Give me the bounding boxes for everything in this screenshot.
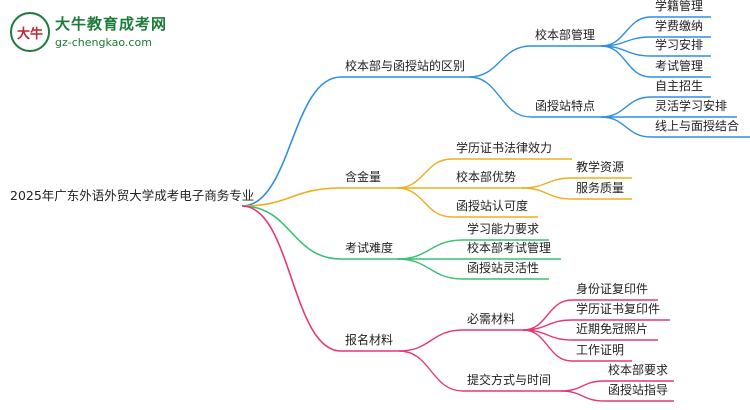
connector-1-0 (396, 158, 453, 189)
subtopic-node[interactable]: 函授站特点 (535, 99, 596, 113)
root-node[interactable]: 2025年广东外语外贸大学成考电子商务专业 (10, 188, 255, 203)
connector-2-2 (396, 258, 464, 280)
connector-1-1-0 (521, 177, 573, 189)
leaf-node[interactable]: 工作证明 (576, 343, 625, 357)
connector-0-1 (468, 76, 532, 118)
subtopic-node[interactable]: 学历证书法律效力 (456, 141, 553, 155)
connector-branch-3 (241, 205, 342, 352)
leaf-node[interactable]: 服务质量 (576, 181, 625, 195)
leaf-node[interactable]: 学历证书复印件 (576, 302, 661, 316)
connector-3-1-0 (560, 380, 605, 392)
leaf-node[interactable]: 学费缴纳 (655, 19, 704, 33)
leaf-node[interactable]: 灵活学习安排 (655, 99, 728, 113)
subtopic-node[interactable]: 提交方式与时间 (467, 373, 552, 387)
connector-3-1 (398, 350, 464, 392)
branch-node[interactable]: 报名材料 (345, 333, 394, 347)
leaf-node[interactable]: 线上与面授结合 (655, 119, 740, 133)
logo-url: gz-chengkao.com (55, 36, 152, 49)
subtopic-node[interactable]: 校本部考试管理 (467, 241, 552, 255)
site-logo[interactable]: 大牛 大牛教育成考网 gz-chengkao.com (10, 10, 170, 56)
subtopic-node[interactable]: 函授站灵活性 (467, 261, 540, 275)
connector-0-1-2 (600, 116, 652, 138)
branch-node[interactable]: 校本部与函授站的区别 (345, 59, 466, 73)
subtopic-node[interactable]: 函授站认可度 (456, 199, 529, 213)
subtopic-node[interactable]: 必需材料 (467, 312, 516, 326)
branch-node[interactable]: 考试难度 (345, 241, 394, 255)
connector-branch-1 (241, 187, 342, 207)
connector-1-2 (396, 187, 453, 218)
logo-mark-text: 大牛 (16, 26, 43, 42)
connector-3-0-3 (522, 329, 573, 362)
leaf-node[interactable]: 教学资源 (576, 160, 625, 174)
connector-0-1-0 (600, 96, 652, 118)
connector-branch-0 (241, 76, 342, 207)
connector-3-1-1 (560, 390, 605, 402)
connector-0-0 (468, 45, 532, 78)
connector-branch-2 (241, 205, 342, 260)
leaf-node[interactable]: 近期免冠照片 (576, 322, 649, 336)
connector-1-1-1 (521, 187, 573, 200)
leaf-node[interactable]: 函授站指导 (608, 383, 669, 397)
leaf-node[interactable]: 学习安排 (655, 38, 704, 52)
branch-node[interactable]: 含金量 (345, 170, 382, 184)
leaf-node[interactable]: 自主招生 (655, 79, 704, 93)
logo-mark: 大牛 (10, 12, 50, 52)
connector-2-0 (396, 239, 464, 260)
connector-3-0 (398, 329, 464, 352)
logo-name: 大牛教育成考网 (55, 15, 168, 33)
leaf-node[interactable]: 身份证复印件 (576, 282, 649, 296)
subtopic-node[interactable]: 学习能力要求 (467, 222, 540, 236)
leaf-node[interactable]: 学籍管理 (655, 0, 704, 13)
leaf-node[interactable]: 考试管理 (655, 59, 704, 73)
subtopic-node[interactable]: 校本部优势 (456, 170, 517, 184)
leaf-node[interactable]: 校本部要求 (608, 363, 669, 377)
subtopic-node[interactable]: 校本部管理 (535, 28, 596, 42)
connector-0-0-3 (600, 45, 652, 78)
